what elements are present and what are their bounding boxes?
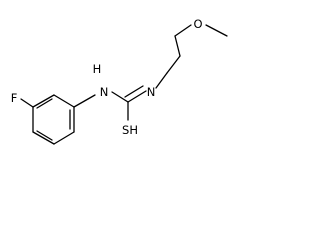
- ch2-ch2-bond: [166, 55, 181, 74]
- o-ch3-bond: [205, 24, 228, 37]
- c-f-bond: [20, 98, 34, 108]
- c-n-double-bond-1: [127, 90, 147, 103]
- ether-o-label: O: [193, 17, 202, 31]
- fluorine-label: F: [11, 91, 18, 105]
- ring-double-bond-2: [36, 130, 53, 141]
- ring-double-bond-3: [36, 98, 53, 109]
- molecule-structure: F H N N SH O: [11, 17, 228, 145]
- ring-bond-1: [53, 94, 75, 108]
- ring-bond-6: [32, 94, 55, 108]
- thiol-sh-label: SH: [122, 123, 138, 137]
- ch2-ch2-bond-2: [174, 35, 181, 57]
- ring-bond-3: [53, 131, 75, 145]
- ch2-o-bond: [174, 24, 192, 37]
- n-ch2-bond: [155, 72, 168, 89]
- amine-n-label: N: [100, 85, 109, 99]
- nh-c-bond: [111, 91, 129, 103]
- imine-n-label: N: [147, 85, 156, 99]
- c-n-double-bond-2: [124, 85, 144, 98]
- benzene-ring: [32, 94, 75, 145]
- ring-nh-bond: [73, 94, 96, 108]
- amine-h-label: H: [93, 62, 102, 76]
- ring-bond-4: [32, 131, 55, 145]
